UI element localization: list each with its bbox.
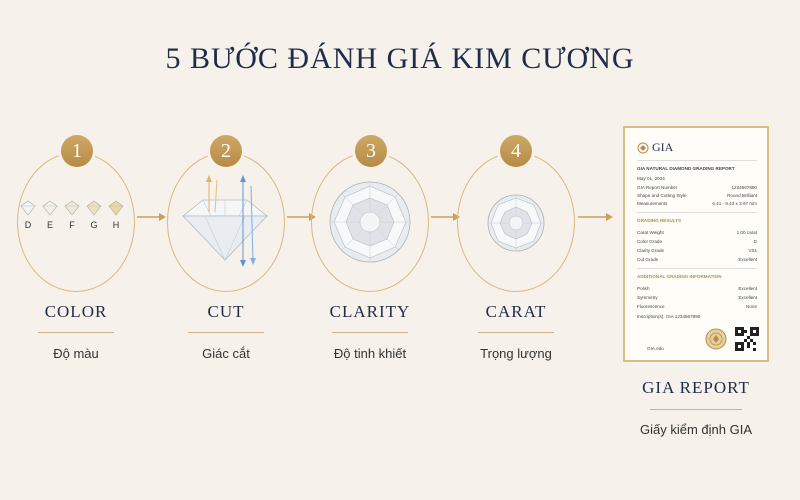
gia-gold-seal-icon xyxy=(705,328,727,350)
step-carat-label: CARAT xyxy=(485,302,547,321)
step-report-label: GIA REPORT xyxy=(642,378,750,397)
report-date: May 01, 2024 xyxy=(637,176,665,181)
report-divider xyxy=(637,160,757,161)
color-grade-e: E xyxy=(42,200,58,230)
color-grade-h: H xyxy=(108,200,124,230)
cut-diamond-icon xyxy=(181,175,269,267)
step-report-divider xyxy=(650,409,742,410)
gia-report-card: GIA GIA NATURAL DIAMOND GRADING REPORT M… xyxy=(623,126,769,362)
color-grade-scale: D E F G H xyxy=(20,200,124,230)
step-color-sub: Độ màu xyxy=(53,346,99,361)
diamond-icon xyxy=(64,200,80,216)
step-carat-divider xyxy=(478,332,554,333)
color-grade-d: D xyxy=(20,200,36,230)
report-header: GIA xyxy=(637,140,673,155)
color-grade-g: G xyxy=(86,200,102,230)
report-brand: GIA xyxy=(652,140,674,154)
step-carat-sub: Trọng lượng xyxy=(480,346,552,361)
step-report-sub: Giấy kiểm định GIA xyxy=(640,422,752,437)
page-title: 5 BƯỚC ĐÁNH GIÁ KIM CƯƠNG xyxy=(165,42,635,75)
report-doc-title: GIA NATURAL DIAMOND GRADING REPORT xyxy=(637,166,735,171)
step-cut-label: CUT xyxy=(207,302,245,321)
diamond-icon xyxy=(20,200,36,216)
step-cut-divider xyxy=(188,332,264,333)
step-color-badge: 1 xyxy=(61,135,93,167)
report-section-additional: ADDITIONAL GRADING INFORMATION xyxy=(637,274,722,279)
report-inscription: Inscription(s): GIA 1234567890 xyxy=(637,314,701,319)
step-cut-sub: Giác cắt xyxy=(202,346,250,361)
color-grade-f: F xyxy=(64,200,80,230)
step-clarity-divider xyxy=(332,332,408,333)
step-color-divider xyxy=(38,332,114,333)
diamond-icon xyxy=(86,200,102,216)
gia-seal-icon xyxy=(637,142,649,153)
arrow-right-icon xyxy=(137,213,166,221)
step-clarity-label: CLARITY xyxy=(329,302,411,321)
report-section-grading: GRADING RESULTS xyxy=(637,218,682,223)
qr-code-icon xyxy=(735,327,759,351)
report-divider xyxy=(637,268,757,269)
diamond-icon xyxy=(42,200,58,216)
step-clarity-badge: 3 xyxy=(355,135,387,167)
report-footer: GIA.edu xyxy=(647,346,664,351)
step-cut-badge: 2 xyxy=(210,135,242,167)
clarity-diamond-icon xyxy=(329,181,411,263)
diamond-icon xyxy=(108,200,124,216)
arrow-right-icon xyxy=(431,213,460,221)
step-clarity-sub: Độ tinh khiết xyxy=(333,346,407,361)
carat-diamond-icon xyxy=(487,194,545,252)
step-color-label: COLOR xyxy=(44,302,108,321)
arrow-right-icon xyxy=(578,213,613,221)
step-carat-badge: 4 xyxy=(500,135,532,167)
report-divider xyxy=(637,212,757,213)
